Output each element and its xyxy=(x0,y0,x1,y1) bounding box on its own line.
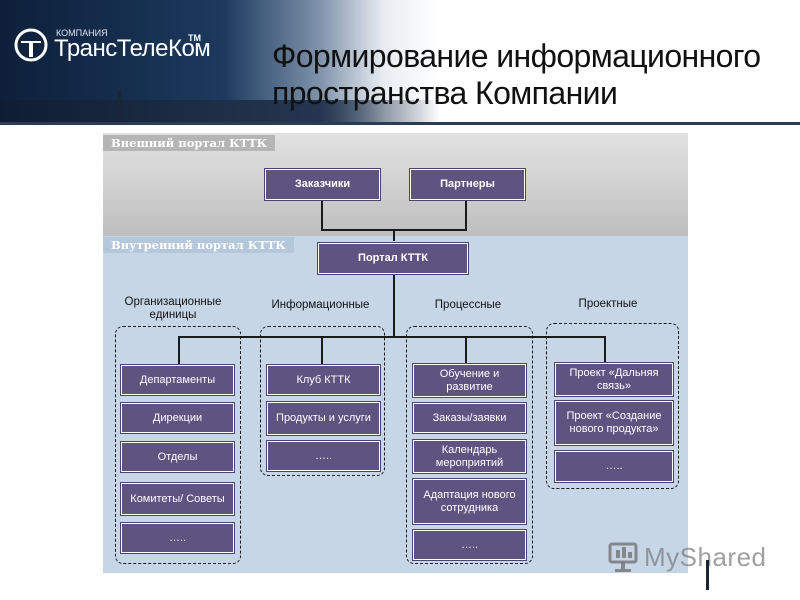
node-process-item: Заказы/заявки xyxy=(412,402,527,434)
logo-trademark: TM xyxy=(188,33,201,43)
group-project xyxy=(546,323,679,489)
slide-title-line-1: Формирование информационного xyxy=(272,38,761,74)
node-process-item: Календарь мероприятий xyxy=(412,439,527,474)
company-logo-icon xyxy=(14,28,48,62)
group-process xyxy=(406,326,533,564)
watermark-text: MyShared xyxy=(644,542,767,572)
category-process-label: Процессные xyxy=(434,299,502,311)
connector xyxy=(393,229,395,241)
external-portal-label: Внешний портал КТТК xyxy=(103,135,276,151)
node-process-item: Адаптация нового сотрудника xyxy=(412,478,527,525)
node-partners: Партнеры xyxy=(409,168,526,201)
header-stripe xyxy=(0,100,800,122)
connector xyxy=(465,336,467,366)
watermark-logo-icon xyxy=(608,542,638,572)
category-info-label: Информационные xyxy=(271,299,370,311)
connector xyxy=(465,200,467,230)
node-project-item: ….. xyxy=(554,450,674,483)
slide-title: Формирование информационного пространств… xyxy=(272,38,797,112)
footer-accent-bar xyxy=(706,560,709,590)
connector xyxy=(393,274,395,337)
node-process-item: Обучение и развитие xyxy=(412,363,527,398)
node-project-item: Проект «Дальняя связь» xyxy=(554,362,674,397)
slide-title-line-2: пространства Компании xyxy=(272,75,618,111)
node-customers: Заказчики xyxy=(264,168,381,201)
portal-structure-diagram: Внешний портал КТТК Внутренний портал КТ… xyxy=(103,133,688,573)
header-divider xyxy=(0,122,800,125)
node-process-item: ….. xyxy=(412,529,527,561)
node-org-item: ….. xyxy=(120,522,235,554)
category-project-label: Проектные xyxy=(578,298,638,310)
node-org-item: Дирекции xyxy=(120,402,235,434)
connector xyxy=(178,336,180,366)
header-accent-bar xyxy=(118,90,121,118)
logo-company-caption: КОМПАНИЯ xyxy=(56,28,108,38)
node-portal: Портал КТТК xyxy=(317,242,469,275)
internal-portal-label: Внутренний портал КТТК xyxy=(103,237,294,253)
connector xyxy=(178,336,605,338)
node-org-item: Комитеты/ Советы xyxy=(120,482,235,516)
connector xyxy=(604,336,606,366)
node-project-item: Проект «Создание нового продукта» xyxy=(554,400,674,446)
group-org xyxy=(115,326,241,564)
connector xyxy=(321,200,323,230)
group-info xyxy=(260,326,385,476)
category-org-label: Организационные единицы xyxy=(124,296,222,321)
node-info-item: ….. xyxy=(266,440,381,472)
node-info-item: Клуб КТТК xyxy=(266,364,381,396)
connector xyxy=(321,336,323,366)
node-org-item: Департаменты xyxy=(120,364,235,396)
node-info-item: Продукты и услуги xyxy=(266,401,381,436)
node-org-item: Отделы xyxy=(120,441,235,473)
logo-wordmark: ТрансТелеКом xyxy=(54,35,211,62)
